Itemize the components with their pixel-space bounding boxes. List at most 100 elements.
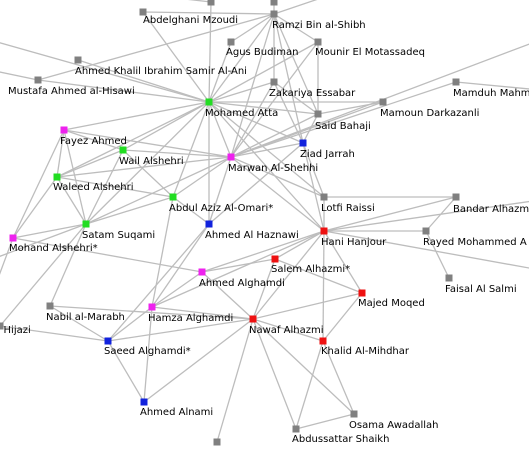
node-alnami[interactable] — [140, 398, 148, 406]
node-hijazi[interactable] — [0, 322, 4, 330]
node-label-mamoun: Mamoun Darkazanli — [380, 108, 479, 119]
node-label-satam: Satam Suqami — [82, 230, 155, 241]
edge-hanjour-khalid — [322, 230, 325, 342]
edge-offscreen-atta-0 — [0, 42, 210, 103]
edge-hamza-ahmedghamdi — [151, 271, 203, 308]
node-satam[interactable] — [82, 220, 90, 228]
node-label-haznawi: Ahmed Al Haznawi — [205, 230, 299, 241]
edge-marwan-hanjour — [230, 156, 325, 232]
edge-layer — [0, 1, 457, 443]
edge-offscreen-mohand-7 — [0, 237, 14, 275]
edge-marwan-mounir — [230, 41, 319, 158]
node-label-hamza: Hamza Alghamdi — [148, 313, 233, 324]
edge-omari-hamza — [151, 196, 174, 308]
node-omari[interactable] — [169, 193, 177, 201]
node-abdelghani[interactable] — [139, 8, 147, 16]
node-mounir[interactable] — [314, 38, 322, 46]
edge-hanjour-majed — [323, 230, 363, 294]
node-label-hanjour: Hani Hanjour — [321, 237, 387, 248]
node-mustafa[interactable] — [34, 76, 42, 84]
edge-marwan-lotfi — [230, 156, 325, 198]
edge-marwan-jarrah — [230, 142, 304, 158]
edge-rayed-faisal — [425, 230, 450, 279]
node-label-saeed: Saeed Alghamdi* — [104, 346, 191, 357]
node-salem[interactable] — [271, 255, 279, 263]
node-label-nawaf: Nawaf Alhazmi — [249, 325, 323, 336]
edge-osama-abdussattar — [295, 413, 355, 430]
edge-atta-ramzi — [208, 13, 275, 103]
node-jarrah[interactable] — [299, 139, 307, 147]
edge-marwan-mamdouh — [230, 81, 457, 158]
node-label-omari: Abdul Aziz Al-Omari* — [169, 203, 273, 214]
node-nawaf[interactable] — [249, 315, 257, 323]
edge-offscreen-hanjour-4 — [323, 230, 529, 269]
node-bandar[interactable] — [452, 193, 460, 201]
edge-nawaf-saeed — [107, 318, 254, 342]
node-agus[interactable] — [227, 38, 235, 46]
node-faisal[interactable] — [445, 274, 453, 282]
node-nabil[interactable] — [46, 302, 54, 310]
edge-atta-wail — [122, 101, 210, 151]
edge-atta-abdelghani — [142, 11, 210, 103]
node-top_b[interactable] — [270, 0, 278, 6]
node-ahmedghamdi[interactable] — [198, 268, 206, 276]
node-fayez[interactable] — [60, 126, 68, 134]
node-saeed[interactable] — [104, 337, 112, 345]
node-label-zakariya: Zakariya Essabar — [269, 88, 356, 99]
edge-marwan-haznawi — [208, 156, 232, 225]
node-mamdouh[interactable] — [452, 78, 460, 86]
node-atta[interactable] — [205, 98, 213, 106]
node-mamoun[interactable] — [379, 98, 387, 106]
node-bahaji[interactable] — [314, 110, 322, 118]
node-label-osama: Osama Awadallah — [349, 420, 439, 431]
edge-marwan-waleed — [56, 156, 232, 178]
edge-saeed-alnami — [107, 340, 145, 403]
edge-hanjour-nawaf — [252, 230, 325, 320]
node-label-majed: Majed Moqed — [358, 298, 425, 309]
node-label-jarrah: Ziad Jarrah — [300, 149, 355, 160]
edge-hanjour-salem — [274, 230, 325, 260]
node-haznawi[interactable] — [205, 220, 213, 228]
edge-khalid-majed — [322, 292, 363, 342]
edge-nawaf-abdussattar — [252, 318, 297, 430]
node-label-ahmedghamdi: Ahmed Alghamdi — [199, 278, 285, 289]
node-khalid[interactable] — [319, 337, 327, 345]
edge-fayez-waleed — [56, 129, 65, 178]
node-waleed[interactable] — [53, 173, 61, 181]
node-rayed[interactable] — [422, 227, 430, 235]
edge-satam-nabil — [49, 223, 87, 307]
node-label-abdelghani: Abdelghani Mzoudi — [143, 15, 238, 26]
node-bottom_a[interactable] — [213, 438, 221, 446]
edge-nawaf-salem — [252, 258, 276, 320]
node-top_a[interactable] — [207, 0, 215, 6]
node-ahmedkhalil[interactable] — [74, 56, 82, 64]
node-label-mamdouh: Mamduh Mahm — [453, 88, 529, 99]
node-majed[interactable] — [358, 289, 366, 297]
edge-atta-hanjour — [208, 101, 325, 232]
node-label-hijazi: d Hijazi — [0, 325, 31, 336]
edge-atta-top_a — [208, 1, 212, 103]
node-label-faisal: Faisal Al Salmi — [445, 284, 517, 295]
node-abdussattar[interactable] — [292, 425, 300, 433]
edge-haznawi-saeed — [107, 223, 210, 342]
node-wail[interactable] — [119, 146, 127, 154]
edge-atta-satam — [85, 101, 210, 225]
node-mohand[interactable] — [9, 234, 17, 242]
edge-jarrah-haznawi — [208, 142, 304, 225]
node-osama[interactable] — [350, 410, 358, 418]
edge-wail-omari — [122, 149, 174, 198]
node-label-abdussattar: Abdussattar Shaikh — [292, 434, 389, 445]
node-marwan[interactable] — [227, 153, 235, 161]
node-hanjour[interactable] — [320, 227, 328, 235]
edge-haznawi-hamza — [151, 223, 210, 308]
edge-hamza-alnami — [143, 306, 153, 403]
node-hamza[interactable] — [148, 303, 156, 311]
edge-marwan-satam — [85, 156, 232, 225]
node-zakariya[interactable] — [270, 78, 278, 86]
node-lotfi[interactable] — [320, 193, 328, 201]
node-label-khalid: Khalid Al-Mihdhar — [321, 346, 410, 357]
edge-bahaji-zakariya — [273, 81, 319, 115]
edge-atta-omari — [172, 101, 210, 198]
node-ramzi[interactable] — [270, 10, 278, 18]
edge-jarrah-ramzi — [273, 13, 304, 144]
